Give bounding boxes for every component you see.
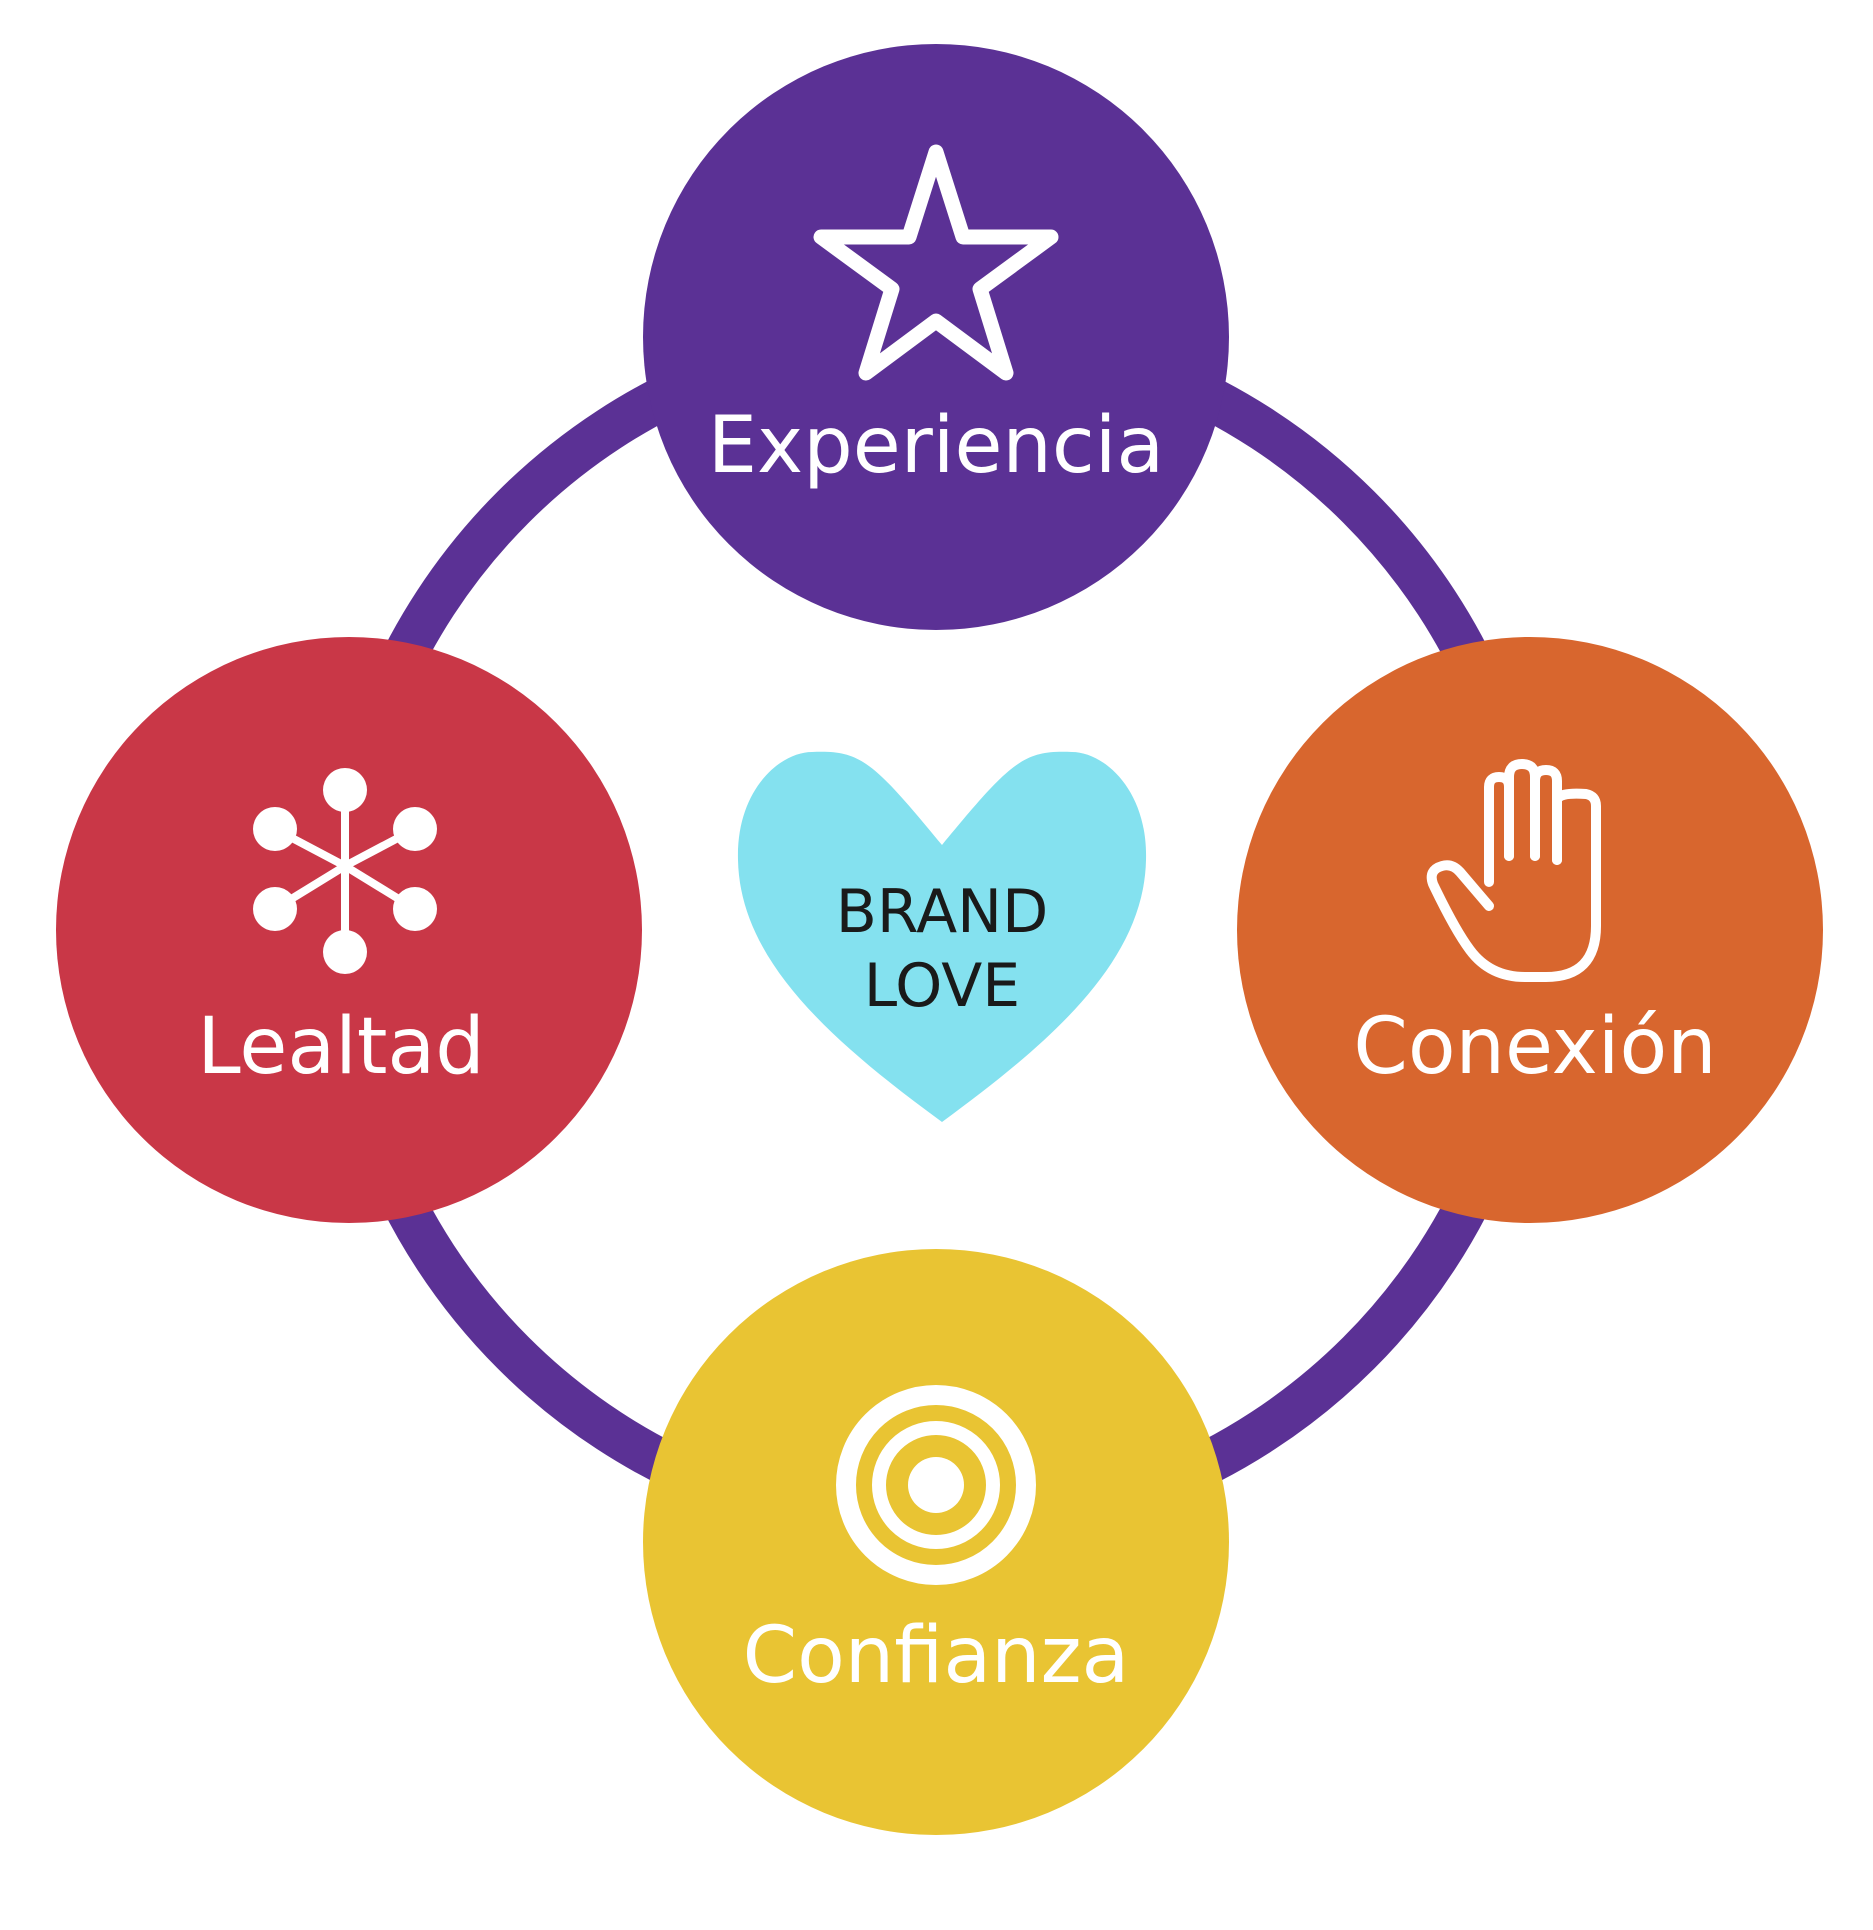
node-experiencia: Experiencia — [643, 44, 1229, 630]
node-label-experiencia: Experiencia — [708, 401, 1164, 491]
network-icon — [253, 768, 437, 974]
node-circle-experiencia — [643, 44, 1229, 630]
node-label-confianza: Confianza — [743, 1611, 1130, 1701]
target-icon — [836, 1385, 1036, 1585]
center-label-line1: BRAND — [836, 877, 1049, 947]
node-label-lealtad: Lealtad — [197, 1002, 484, 1092]
node-confianza: Confianza — [643, 1249, 1229, 1835]
node-lealtad: Lealtad — [56, 637, 642, 1223]
node-label-conexion: Conexión — [1353, 1002, 1716, 1092]
node-circle-conexion — [1237, 637, 1823, 1223]
center-heart: BRAND LOVE — [737, 751, 1147, 1122]
center-label-line2: LOVE — [864, 951, 1020, 1021]
heart-icon — [737, 751, 1147, 1122]
star-icon — [813, 144, 1059, 381]
hand-icon — [1426, 759, 1601, 982]
node-conexion: Conexión — [1237, 637, 1823, 1223]
